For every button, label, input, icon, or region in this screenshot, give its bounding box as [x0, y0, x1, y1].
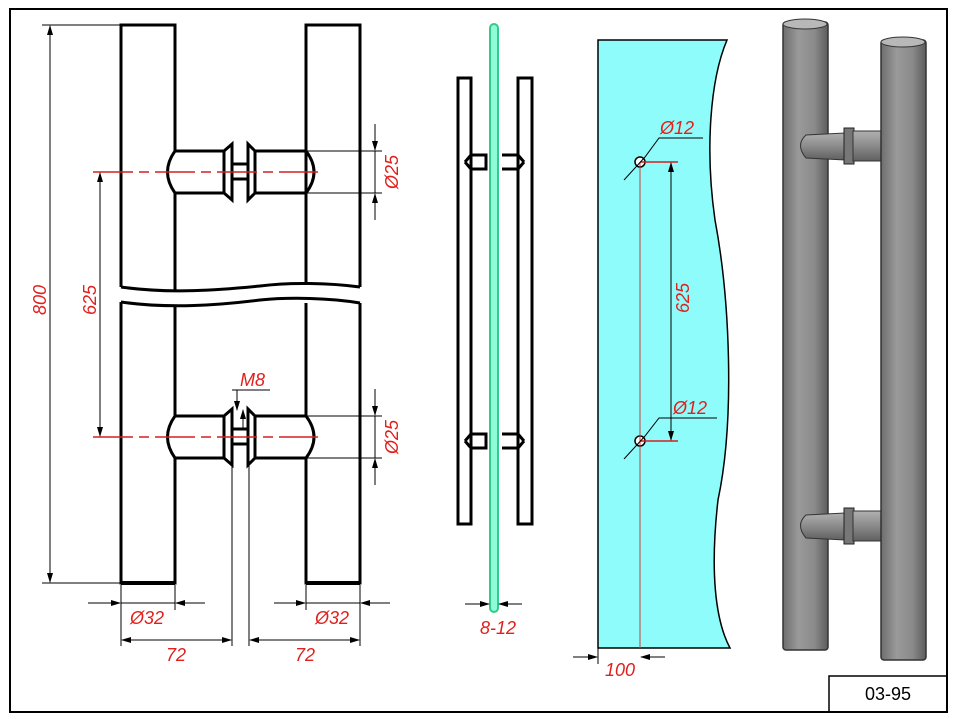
side-view: 8-12 — [456, 23, 534, 638]
dim-standoff-top: Ø25 — [382, 154, 402, 190]
dim-tube-left: Ø32 — [129, 608, 164, 628]
dim-total-length: 800 — [30, 285, 50, 315]
dim-glass-thickness: 8-12 — [480, 618, 516, 638]
title-block: 03-95 — [828, 675, 948, 713]
side-tube-left — [456, 76, 473, 526]
3d-tube-left — [782, 21, 829, 651]
right-tube-upper — [304, 23, 362, 287]
dim-hole-spacing: 625 — [80, 284, 100, 315]
dim-edge-offset: 100 — [605, 660, 635, 680]
dim-offset-left: 72 — [166, 645, 186, 665]
glass-panel-edge — [489, 23, 499, 613]
side-tube-right — [516, 76, 534, 526]
3d-tube-right — [880, 39, 927, 661]
dim-hole-top: Ø12 — [659, 118, 694, 138]
left-tube-upper — [119, 23, 177, 292]
dim-glass-hole-spacing: 625 — [673, 282, 693, 313]
dim-tube-right: Ø32 — [314, 608, 349, 628]
3d-standoff-top — [800, 127, 884, 165]
dim-offset-right: 72 — [295, 645, 315, 665]
dim-standoff-bottom: Ø25 — [382, 419, 402, 455]
glass-view: 625 Ø12 Ø12 100 — [573, 39, 732, 680]
3d-standoff-bottom — [800, 507, 884, 545]
glass-panel — [597, 39, 732, 649]
drawing-frame — [9, 8, 948, 713]
handle-3d-render — [782, 18, 927, 661]
dim-hole-bottom: Ø12 — [672, 398, 707, 418]
front-view: 800 625 Ø25 Ø25 M8 Ø32 Ø32 — [30, 23, 402, 665]
dim-thread: M8 — [240, 370, 265, 390]
drawing-code: 03-95 — [865, 684, 911, 704]
